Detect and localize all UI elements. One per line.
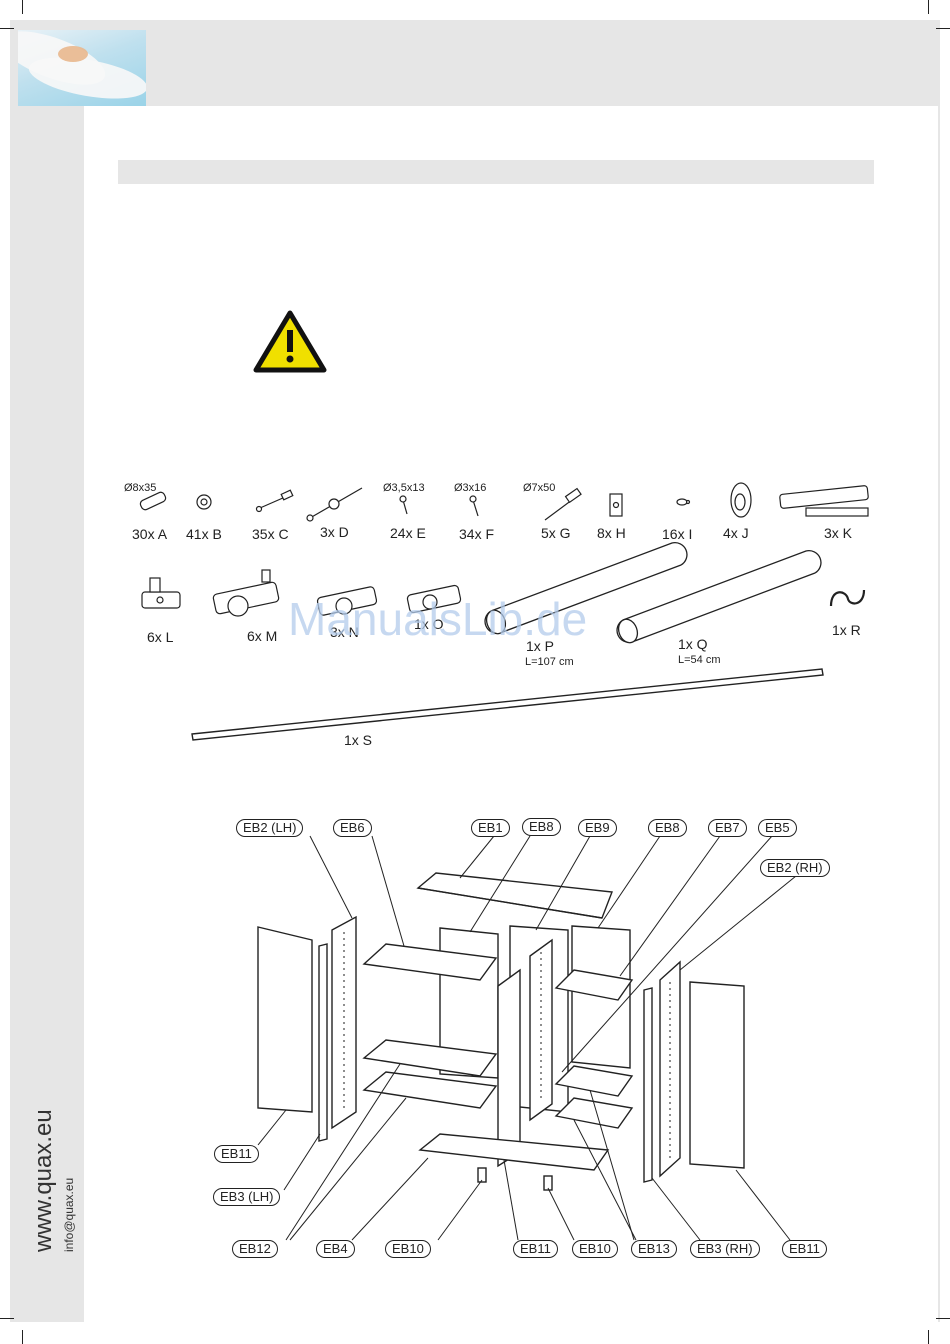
callout-eb3-rh: EB3 (RH) bbox=[690, 1240, 760, 1258]
callout-eb11-right: EB11 bbox=[782, 1240, 827, 1258]
push-latch-icon bbox=[780, 485, 869, 516]
cam-bolt-icon bbox=[257, 490, 293, 511]
strip-left bbox=[319, 944, 327, 1141]
callout-eb11-mid: EB11 bbox=[513, 1240, 558, 1258]
hanger-clip-icon bbox=[731, 483, 751, 517]
top-panel bbox=[418, 873, 612, 918]
shelf-pin-icon bbox=[677, 499, 690, 505]
callout-eb10-b: EB10 bbox=[572, 1240, 618, 1258]
part-label-l: 6x L bbox=[147, 629, 173, 645]
callout-eb2-rh: EB2 (RH) bbox=[760, 859, 830, 877]
dimension-label-e: Ø3,5x13 bbox=[383, 482, 425, 494]
callout-eb6: EB6 bbox=[333, 819, 372, 837]
foot-right bbox=[544, 1176, 552, 1190]
hook-icon bbox=[831, 590, 864, 606]
strip-right bbox=[644, 988, 652, 1182]
callout-eb13: EB13 bbox=[631, 1240, 677, 1258]
callout-eb5: EB5 bbox=[758, 819, 797, 837]
part-length-p: L=107 cm bbox=[525, 656, 574, 668]
part-label-a: 30x A bbox=[132, 526, 167, 542]
part-label-j: 4x J bbox=[723, 525, 749, 541]
dimension-label-a: Ø8x35 bbox=[124, 482, 156, 494]
shelf-low-left bbox=[364, 1072, 496, 1108]
part-label-g: 5x G bbox=[541, 525, 571, 541]
long-rod-icon bbox=[192, 669, 823, 740]
cabinet-exploded-view bbox=[258, 873, 744, 1190]
callout-eb3-lh: EB3 (LH) bbox=[213, 1188, 280, 1206]
part-label-r: 1x R bbox=[832, 622, 861, 638]
part-label-d: 3x D bbox=[320, 524, 349, 540]
part-label-e: 24x E bbox=[390, 525, 426, 541]
door-left bbox=[258, 927, 312, 1112]
callout-eb12: EB12 bbox=[232, 1240, 278, 1258]
callout-eb7: EB7 bbox=[708, 819, 747, 837]
callout-eb11-left: EB11 bbox=[214, 1145, 259, 1163]
divider-left bbox=[498, 970, 520, 1166]
part-length-q: L=54 cm bbox=[678, 654, 721, 666]
screw-medium-icon bbox=[470, 496, 478, 516]
part-label-i: 16x I bbox=[662, 526, 692, 542]
part-label-k: 3x K bbox=[824, 525, 852, 541]
warning-icon bbox=[256, 313, 324, 370]
dimension-label-f: Ø3x16 bbox=[454, 482, 486, 494]
door-right bbox=[690, 982, 744, 1168]
part-label-h: 8x H bbox=[597, 525, 626, 541]
part-label-m: 6x M bbox=[247, 628, 277, 644]
connector-bolt-icon bbox=[307, 488, 362, 521]
callout-eb4: EB4 bbox=[316, 1240, 355, 1258]
hinge-m-icon bbox=[213, 570, 280, 616]
part-label-c: 35x C bbox=[252, 526, 289, 542]
callout-eb1: EB1 bbox=[471, 819, 510, 837]
callout-eb8-a: EB8 bbox=[522, 818, 561, 836]
screw-small-icon bbox=[400, 496, 407, 514]
callout-eb9: EB9 bbox=[578, 819, 617, 837]
part-label-b: 41x B bbox=[186, 526, 222, 542]
shelf-pin-plate-icon bbox=[610, 494, 622, 516]
part-label-s: 1x S bbox=[344, 732, 372, 748]
part-label-f: 34x F bbox=[459, 526, 494, 542]
callout-eb2-lh: EB2 (LH) bbox=[236, 819, 303, 837]
part-label-q: 1x Q bbox=[678, 636, 708, 652]
hinge-plate-l-icon bbox=[142, 578, 180, 608]
callout-eb8-b: EB8 bbox=[648, 819, 687, 837]
cam-lock-icon bbox=[197, 495, 211, 509]
callout-eb10-a: EB10 bbox=[385, 1240, 431, 1258]
foot-left bbox=[478, 1168, 486, 1182]
watermark-text: ManualsLib.de bbox=[288, 592, 587, 646]
dimension-label-g: Ø7x50 bbox=[523, 482, 555, 494]
